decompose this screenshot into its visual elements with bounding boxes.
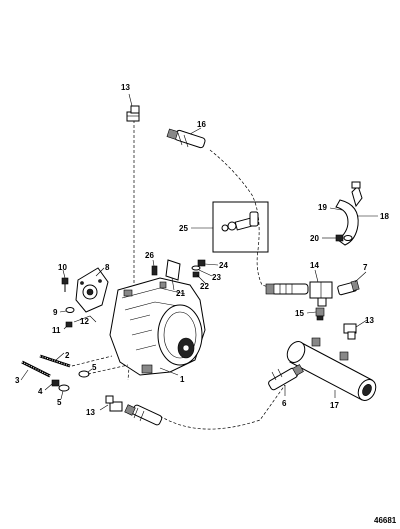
bracket-12 — [73, 315, 97, 323]
callout-23: 23 — [212, 273, 221, 282]
callout-4: 4 — [38, 387, 43, 396]
washer-5-left — [58, 384, 70, 392]
bolt-alignment-dashed — [71, 355, 129, 375]
callout-15: 15 — [295, 309, 304, 318]
transmission-housing-1 — [109, 277, 206, 376]
stud-3 — [21, 360, 51, 378]
bracket-21 — [165, 259, 181, 281]
bolt-10 — [61, 277, 69, 292]
harness-dashed-route — [127, 120, 286, 430]
nut-22 — [192, 271, 200, 278]
callout-8: 8 — [105, 263, 110, 272]
inset-box-25 — [212, 201, 269, 253]
screw-26 — [151, 265, 158, 276]
callout-2: 2 — [65, 351, 70, 360]
elbow-fitting-13-top — [126, 105, 140, 122]
tee-fitting-14 — [309, 281, 333, 307]
callout-9: 9 — [53, 308, 58, 317]
callout-18: 18 — [380, 212, 389, 221]
callout-6: 6 — [282, 399, 287, 408]
callout-17: 17 — [330, 401, 339, 410]
cooler-17 — [286, 337, 377, 401]
callout-1: 1 — [180, 375, 185, 384]
callout-13-top: 13 — [121, 83, 130, 92]
elbow-fitting-13-bottom — [105, 395, 123, 412]
callout-20: 20 — [310, 234, 319, 243]
callout-14: 14 — [310, 261, 319, 270]
callout-3: 3 — [15, 376, 20, 385]
elbow-fitting-13-right — [343, 323, 357, 340]
leader-lines — [20, 93, 378, 411]
stud-2 — [39, 354, 71, 368]
callout-5-right: 5 — [92, 363, 97, 372]
sensor-lower — [124, 404, 163, 426]
flange-plate-8 — [75, 267, 109, 313]
nut-11 — [65, 321, 73, 328]
washer-9 — [65, 307, 75, 313]
callout-12: 12 — [80, 317, 89, 326]
sensor-6 — [268, 364, 304, 391]
figure-number: 46681 — [374, 516, 397, 525]
fitting-15 — [315, 307, 325, 321]
sensor-7 — [337, 279, 360, 296]
callout-7: 7 — [363, 263, 368, 272]
callout-13-bottom: 13 — [86, 408, 95, 417]
callout-19: 19 — [318, 203, 327, 212]
sensor-16 — [166, 128, 206, 149]
callout-25: 25 — [179, 224, 188, 233]
callout-labels: 13 16 25 26 24 23 22 21 10 8 9 12 11 2 3… — [15, 83, 389, 417]
callout-16: 16 — [197, 120, 206, 129]
nut-4 — [51, 379, 60, 387]
callout-10: 10 — [58, 263, 67, 272]
callout-22: 22 — [200, 282, 209, 291]
callout-11: 11 — [52, 326, 61, 335]
washer-23 — [191, 265, 201, 271]
callout-5-left: 5 — [57, 398, 62, 407]
washer-5-right — [78, 370, 90, 378]
nut-24 — [197, 259, 206, 267]
callout-13-right: 13 — [365, 316, 374, 325]
sensor-left-of-tee — [265, 283, 309, 295]
callout-24: 24 — [219, 261, 228, 270]
callout-26: 26 — [145, 251, 154, 260]
callout-21: 21 — [176, 289, 185, 298]
